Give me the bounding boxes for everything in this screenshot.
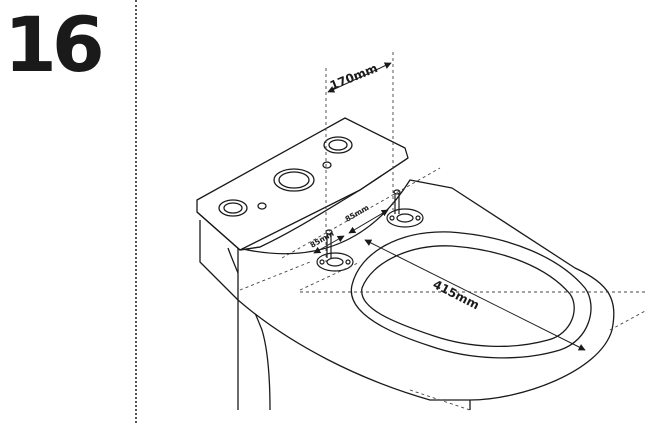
dim-85-left-line	[313, 235, 345, 254]
bolt-plate-left	[316, 229, 354, 272]
dimension-lines	[313, 62, 586, 351]
dim-85-right-label: 85mm	[344, 203, 371, 224]
hole-small	[257, 202, 267, 210]
dim-415-line	[364, 239, 586, 351]
dim-85-right-line	[348, 209, 389, 234]
cistern-holes	[218, 136, 353, 217]
step-divider	[135, 0, 137, 423]
dim-170-label: 170mm	[328, 61, 380, 93]
bolt-plate-right	[386, 189, 424, 228]
hole-right-small	[322, 161, 332, 169]
dim-170-line	[327, 62, 392, 93]
step-number: 16	[4, 0, 105, 89]
